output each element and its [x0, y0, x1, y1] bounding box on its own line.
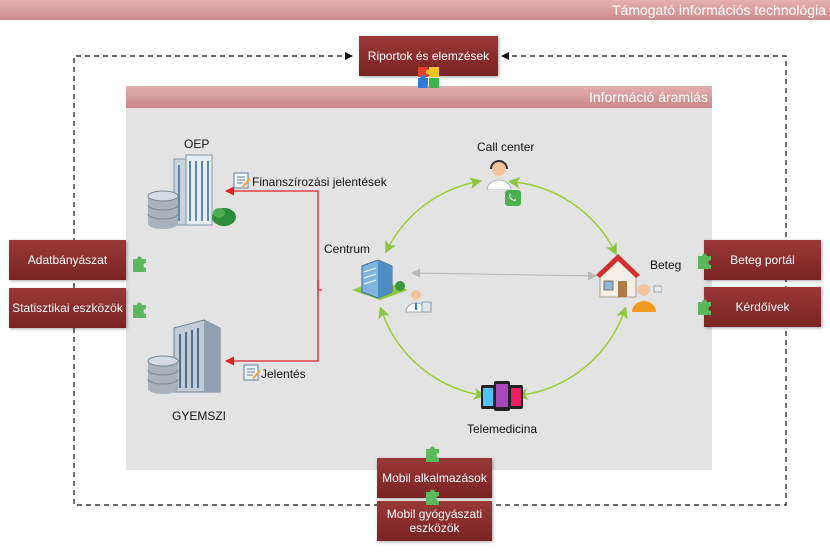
- right-box-label: Kérdőívek: [735, 300, 790, 314]
- report-line-gyemszi: [225, 280, 319, 366]
- right-box-label: Beteg portál: [730, 253, 795, 267]
- house-icon: [596, 251, 640, 306]
- beteg-label: Beteg: [650, 258, 682, 272]
- report-icon: [233, 171, 251, 194]
- dashed-loop-right: [424, 52, 787, 506]
- section-title: Információ áramlás: [588, 89, 708, 105]
- right-box-kerdoivek[interactable]: Kérdőívek: [704, 287, 821, 327]
- cycle-arc-callcenter-beteg: [508, 176, 617, 256]
- bottom-box-label: Mobil alkalmazások: [382, 471, 487, 485]
- report-line-oep: [225, 186, 322, 291]
- flow-label-finanszirozasi: Finanszírozási jelentések: [252, 175, 387, 189]
- link-centrum-beteg: [411, 268, 597, 281]
- left-box-statisztikai[interactable]: Statisztikai eszközök: [9, 288, 126, 328]
- puzzle-icon: [695, 296, 715, 321]
- reports-box-label: Riportok és elemzések: [367, 49, 490, 63]
- operator-icon: [485, 160, 515, 195]
- bottom-box-mobil-gyogyaszati[interactable]: Mobil gyógyászati eszközök: [377, 501, 492, 541]
- reports-box[interactable]: Riportok és elemzések: [359, 36, 498, 76]
- flow-label-jelentes: Jelentés: [261, 367, 306, 381]
- gyemszi-label: GYEMSZI: [172, 409, 227, 423]
- database-icon: [146, 190, 180, 235]
- cycle-arc-centrum-telemedicina: [378, 306, 486, 400]
- phone-icon: [505, 190, 521, 211]
- right-box-beteg-portal[interactable]: Beteg portál: [704, 240, 821, 280]
- oep-label: OEP: [184, 137, 210, 151]
- call-center-label: Call center: [477, 140, 535, 154]
- building-icon: [146, 153, 242, 238]
- header-bar: [0, 0, 830, 20]
- puzzle-icon: [417, 66, 441, 95]
- building-icon: [348, 254, 412, 309]
- left-box-label: Statisztikai eszközök: [12, 301, 123, 315]
- doctor-icon: [404, 288, 432, 319]
- cycle-arc-callcenter-centrum: [385, 177, 482, 254]
- dashed-loop-left: [73, 52, 424, 506]
- puzzle-icon: [423, 486, 443, 511]
- puzzle-icon: [130, 299, 150, 324]
- puzzle-icon: [695, 250, 715, 275]
- left-box-label: Adatbányászat: [27, 253, 108, 267]
- report-icon: [243, 363, 261, 386]
- bottom-box-label: Mobil gyógyászati eszközök: [386, 507, 483, 535]
- puzzle-icon: [423, 443, 443, 468]
- smartphone-icon: [481, 381, 523, 418]
- user-icon: [632, 282, 663, 317]
- section-bar: [126, 86, 712, 108]
- header-title: Támogató információs technológia: [611, 2, 826, 18]
- left-box-adatbanyaszat[interactable]: Adatbányászat: [9, 240, 126, 280]
- puzzle-icon: [130, 253, 150, 278]
- building-icon: [146, 318, 236, 403]
- telemedicina-label: Telemedicina: [467, 422, 538, 436]
- centrum-label: Centrum: [324, 242, 371, 256]
- database-icon: [146, 355, 180, 400]
- cycle-arc-telemedicina-beteg: [516, 306, 628, 401]
